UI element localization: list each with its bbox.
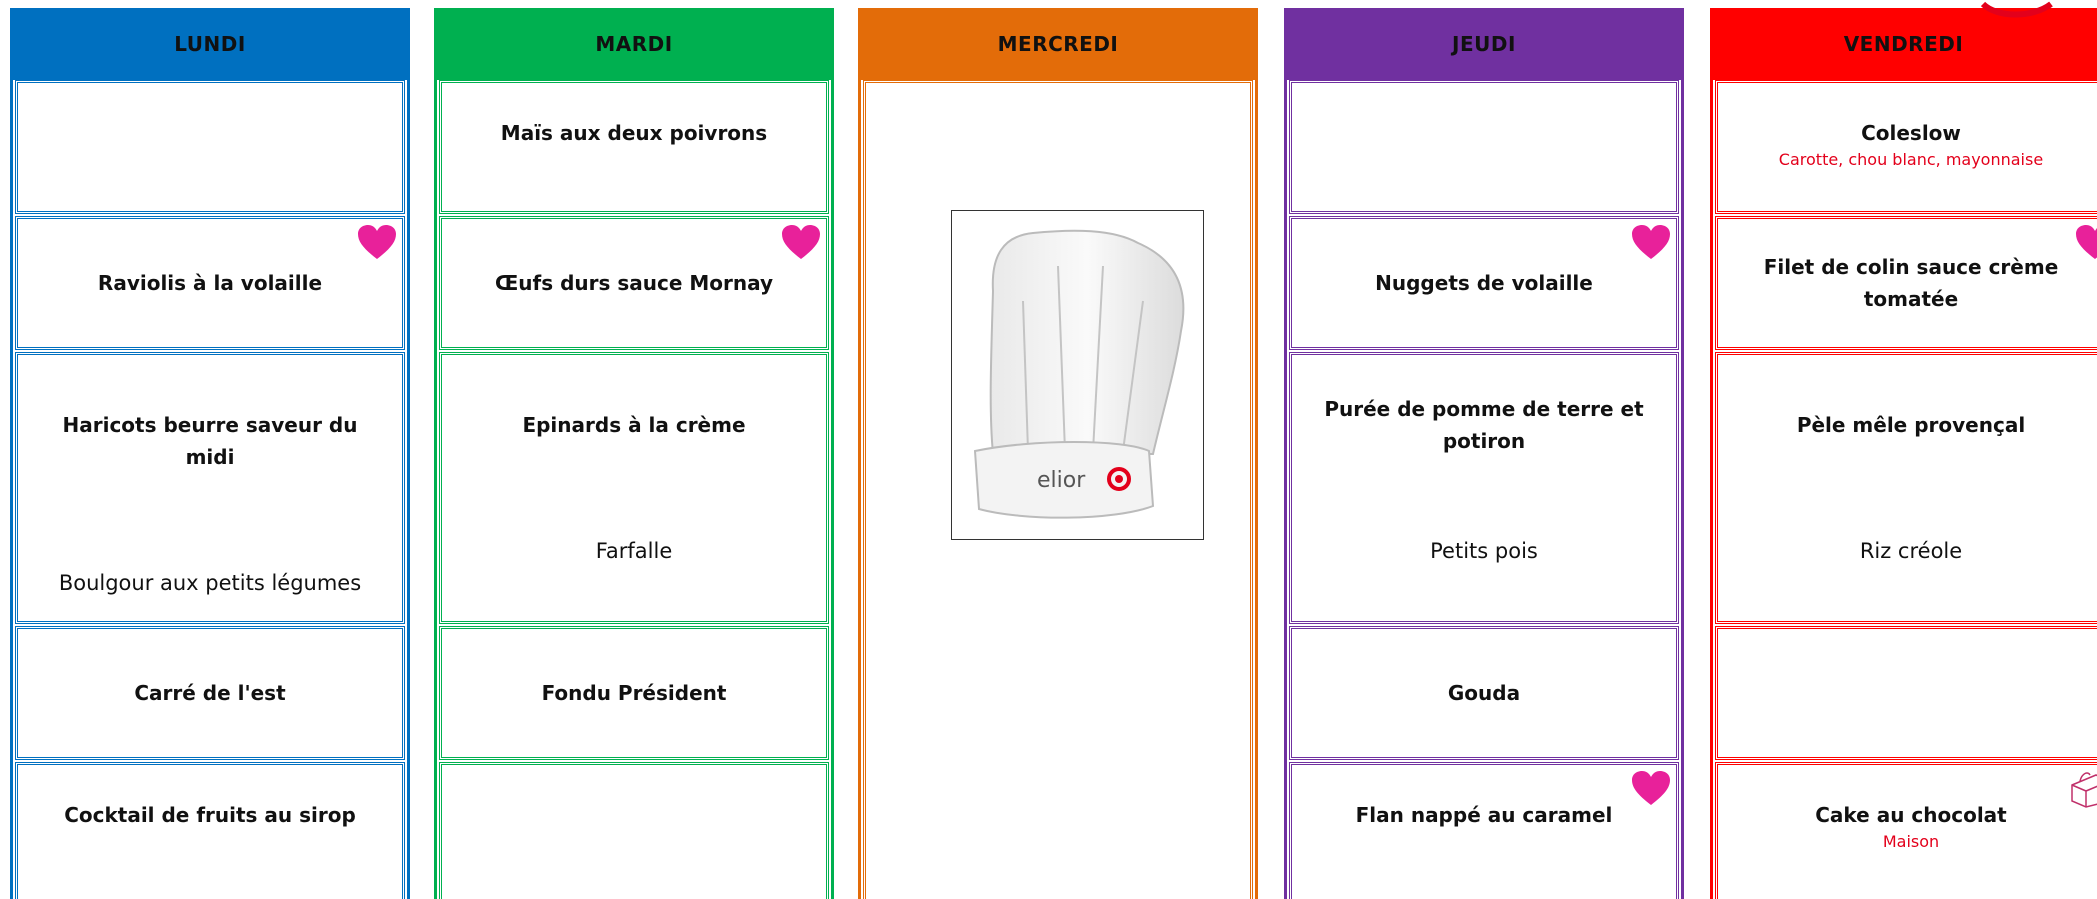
day-column-tuesday: MARDI Maïs aux deux poivrons Œufs durs s…: [434, 8, 834, 899]
menu-frame: Nuggets de volaille Purée de pomme de te…: [1284, 80, 1684, 899]
menu-cell-starter: Coleslow Carotte, chou blanc, mayonnaise: [1715, 80, 2097, 214]
day-name: JEUDI: [1452, 32, 1516, 56]
day-header-monday: LUNDI: [10, 8, 410, 80]
chef-hat-icon: elior: [973, 229, 1184, 519]
closed-day-panel: elior: [863, 80, 1253, 899]
dish-name: Gouda: [1447, 681, 1521, 705]
dish-name: Raviolis à la volaille: [97, 271, 323, 295]
menu-cell-main: Œufs durs sauce Mornay: [439, 216, 829, 350]
dish-name: Nuggets de volaille: [1375, 271, 1593, 295]
menu-cell-dessert: Flan nappé au caramel: [1289, 762, 1679, 899]
menu-cell-side: Pèle mêle provençal Riz créole: [1715, 352, 2097, 624]
menu-cell-dessert: [439, 762, 829, 899]
menu-cell-main: Nuggets de volaille: [1289, 216, 1679, 350]
menu-cell-main: Raviolis à la volaille: [15, 216, 405, 350]
cake-icon: [2071, 772, 2097, 808]
brand-corner-mark: [1980, 1, 2053, 18]
side-dish: Boulgour aux petits légumes: [58, 571, 362, 595]
day-header-friday: VENDREDI: [1710, 8, 2097, 80]
dish-name: Coleslow: [1861, 121, 1961, 145]
dish-name: Fondu Président: [541, 681, 727, 705]
side-dish: Farfalle: [595, 539, 673, 563]
menu-cell-cheese: [1715, 626, 2097, 760]
menu-cell-dessert: Cake au chocolat Maison: [1715, 762, 2097, 899]
elior-logo-text: elior: [1037, 468, 1086, 493]
menu-frame: Maïs aux deux poivrons Œufs durs sauce M…: [434, 80, 834, 899]
dish-name: Carré de l'est: [134, 681, 286, 705]
menu-frame: Coleslow Carotte, chou blanc, mayonnaise…: [1710, 80, 2097, 899]
heart-icon: [2076, 225, 2097, 259]
day-header-tuesday: MARDI: [434, 8, 834, 80]
day-name: LUNDI: [174, 32, 246, 56]
day-name: VENDREDI: [1843, 32, 1964, 56]
dish-name: Purée de pomme de terre et potiron: [1324, 397, 1644, 453]
menu-cell-dessert: Cocktail de fruits au sirop: [15, 762, 405, 899]
menu-cell-side: Purée de pomme de terre et potiron Petit…: [1289, 352, 1679, 624]
menu-frame: Raviolis à la volaille Haricots beurre s…: [10, 80, 410, 899]
day-column-friday: VENDREDI Coleslow Carotte, chou blanc, m…: [1710, 1, 2097, 899]
side-dish: Riz créole: [1859, 539, 1963, 563]
dish-name: Haricots beurre saveur du midi: [62, 413, 358, 469]
day-column-monday: LUNDI Raviolis à la volaille Haricots be…: [10, 8, 410, 899]
dish-note: Maison: [1882, 832, 1940, 851]
day-header-thursday: JEUDI: [1284, 8, 1684, 80]
menu-cell-cheese: Gouda: [1289, 626, 1679, 760]
dish-name: Maïs aux deux poivrons: [500, 121, 768, 145]
menu-cell-main: Filet de colin sauce crème tomatée: [1715, 216, 2097, 350]
day-header-wednesday: MERCREDI: [858, 8, 1258, 80]
dish-name: Epinards à la crème: [522, 413, 746, 437]
menu-cell-cheese: Carré de l'est: [15, 626, 405, 760]
day-column-wednesday: MERCREDI elior: [858, 8, 1258, 899]
menu-cell-cheese: Fondu Président: [439, 626, 829, 760]
dish-name: Pèle mêle provençal: [1796, 413, 2026, 437]
heart-icon: [782, 225, 820, 259]
menu-cell-side: Haricots beurre saveur du midi Boulgour …: [15, 352, 405, 624]
dish-name: Cake au chocolat: [1815, 803, 2007, 827]
side-dish: Petits pois: [1430, 539, 1538, 563]
heart-icon: [1632, 771, 1670, 805]
dish-name: Cocktail de fruits au sirop: [64, 803, 356, 827]
day-name: MARDI: [595, 32, 673, 56]
menu-cell-starter: [15, 80, 405, 214]
dish-name: Œufs durs sauce Mornay: [494, 271, 774, 295]
heart-icon: [358, 225, 396, 259]
chef-hat-logo: elior: [951, 210, 1204, 540]
heart-icon: [1632, 225, 1670, 259]
day-column-thursday: JEUDI Nuggets de volaille Purée de pomme…: [1284, 8, 1684, 899]
menu-cell-starter: [1289, 80, 1679, 214]
day-name: MERCREDI: [997, 32, 1119, 56]
menu-cell-side: Epinards à la crème Farfalle: [439, 352, 829, 624]
dish-note: Carotte, chou blanc, mayonnaise: [1778, 150, 2044, 169]
dish-name: Filet de colin sauce crème tomatée: [1763, 255, 2059, 311]
menu-cell-starter: Maïs aux deux poivrons: [439, 80, 829, 214]
menu-frame: elior: [858, 80, 1258, 899]
dish-name: Flan nappé au caramel: [1355, 803, 1613, 827]
